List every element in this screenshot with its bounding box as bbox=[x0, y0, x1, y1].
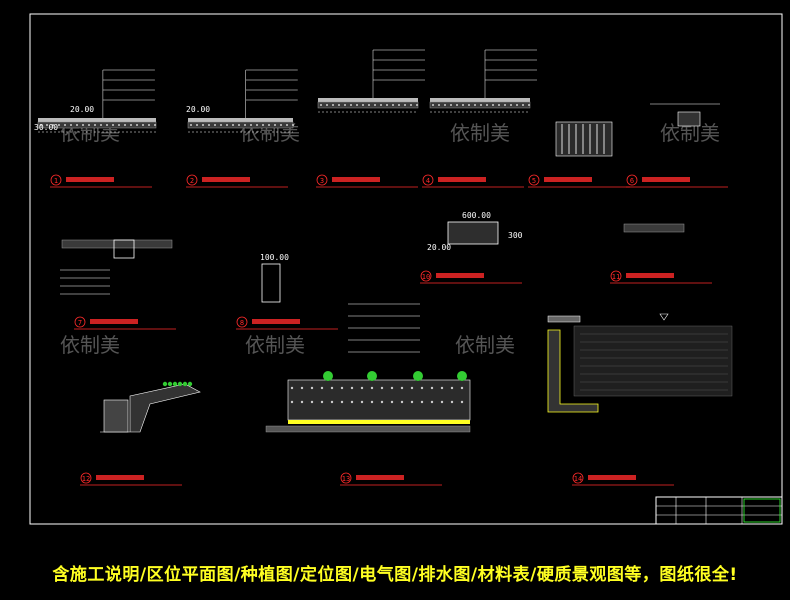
detail-8-post bbox=[261, 263, 281, 303]
dimension-label: 300 bbox=[508, 231, 523, 240]
watermark-text: 依制美 bbox=[245, 333, 305, 357]
detail-title-bar bbox=[356, 475, 404, 480]
detail-11-edge bbox=[623, 223, 685, 233]
detail-2-section bbox=[187, 69, 298, 133]
detail-number: 2 bbox=[190, 177, 194, 185]
detail-title-7: 7 bbox=[74, 316, 176, 330]
dimension-label: 20.00 bbox=[186, 105, 210, 114]
detail-number: 14 bbox=[574, 475, 582, 483]
detail-title-bar bbox=[588, 475, 636, 480]
detail-title-bar bbox=[438, 177, 486, 182]
detail-title-13: 14 bbox=[572, 472, 674, 486]
detail-title-bar bbox=[642, 177, 690, 182]
detail-number: 3 bbox=[320, 177, 324, 185]
dimension-label: 20.00 bbox=[70, 105, 94, 114]
detail-title-6: 6 bbox=[626, 174, 728, 188]
detail-number: 10 bbox=[422, 273, 430, 281]
dimension-label: 30.00 bbox=[34, 123, 58, 132]
detail-title-4: 4 bbox=[422, 174, 524, 188]
detail-group: 30.00 20.00 20.00 600.00 300 100.00 20.00 bbox=[34, 49, 733, 433]
detail-13-planting-bed bbox=[265, 303, 471, 433]
detail-title-10: 11 bbox=[610, 270, 712, 284]
watermark-text: 依制美 bbox=[60, 333, 120, 357]
detail-title-1: 1 bbox=[50, 174, 152, 188]
detail-title-bar bbox=[332, 177, 380, 182]
watermark-group: 依制美依制美依制美依制美依制美依制美依制美 bbox=[60, 121, 720, 357]
detail-1-section bbox=[37, 69, 157, 133]
detail-number: 11 bbox=[612, 273, 620, 281]
detail-4-section bbox=[429, 49, 537, 113]
detail-number: 5 bbox=[532, 177, 536, 185]
detail-3-section bbox=[317, 49, 425, 113]
title-block bbox=[655, 496, 783, 525]
detail-title-bar bbox=[252, 319, 300, 324]
detail-7-channel bbox=[60, 239, 173, 295]
detail-title-bar bbox=[544, 177, 592, 182]
watermark-text: 依制美 bbox=[455, 333, 515, 357]
detail-number: 6 bbox=[630, 177, 634, 185]
detail-number: 4 bbox=[426, 177, 430, 185]
watermark-text: 依制美 bbox=[450, 121, 510, 145]
detail-number: 12 bbox=[82, 475, 90, 483]
detail-title-bar bbox=[90, 319, 138, 324]
detail-5-grate bbox=[555, 121, 613, 157]
promo-caption-bar: 含施工说明/区位平面图/种植图/定位图/电气图/排水图/材料表/硬质景观图等，图… bbox=[0, 545, 790, 600]
detail-number: 7 bbox=[78, 319, 82, 327]
detail-14-water-edge bbox=[547, 313, 733, 413]
detail-title-bar bbox=[436, 273, 484, 278]
dimension-label: 20.00 bbox=[427, 243, 451, 252]
dimension-label: 100.00 bbox=[260, 253, 289, 262]
detail-6-joint bbox=[650, 103, 720, 127]
drawing-frame bbox=[29, 13, 783, 525]
detail-title-bar bbox=[66, 177, 114, 182]
detail-number: 1 bbox=[54, 177, 58, 185]
detail-title-3: 3 bbox=[316, 174, 418, 188]
detail-10-stone bbox=[447, 221, 499, 245]
detail-number: 8 bbox=[240, 319, 244, 327]
promo-caption-text: 含施工说明/区位平面图/种植图/定位图/电气图/排水图/材料表/硬质景观图等，图… bbox=[52, 565, 738, 585]
detail-title-12: 13 bbox=[340, 472, 442, 486]
detail-12-slope bbox=[100, 381, 201, 433]
detail-title-5: 5 bbox=[528, 174, 630, 188]
detail-number: 13 bbox=[342, 475, 350, 483]
detail-title-2: 2 bbox=[186, 174, 288, 188]
dimension-label: 600.00 bbox=[462, 211, 491, 220]
detail-title-11: 12 bbox=[80, 472, 182, 486]
detail-title-9: 10 bbox=[420, 270, 522, 284]
detail-title-8: 8 bbox=[236, 316, 338, 330]
detail-title-bar bbox=[202, 177, 250, 182]
detail-title-bar bbox=[626, 273, 674, 278]
detail-title-bar bbox=[96, 475, 144, 480]
